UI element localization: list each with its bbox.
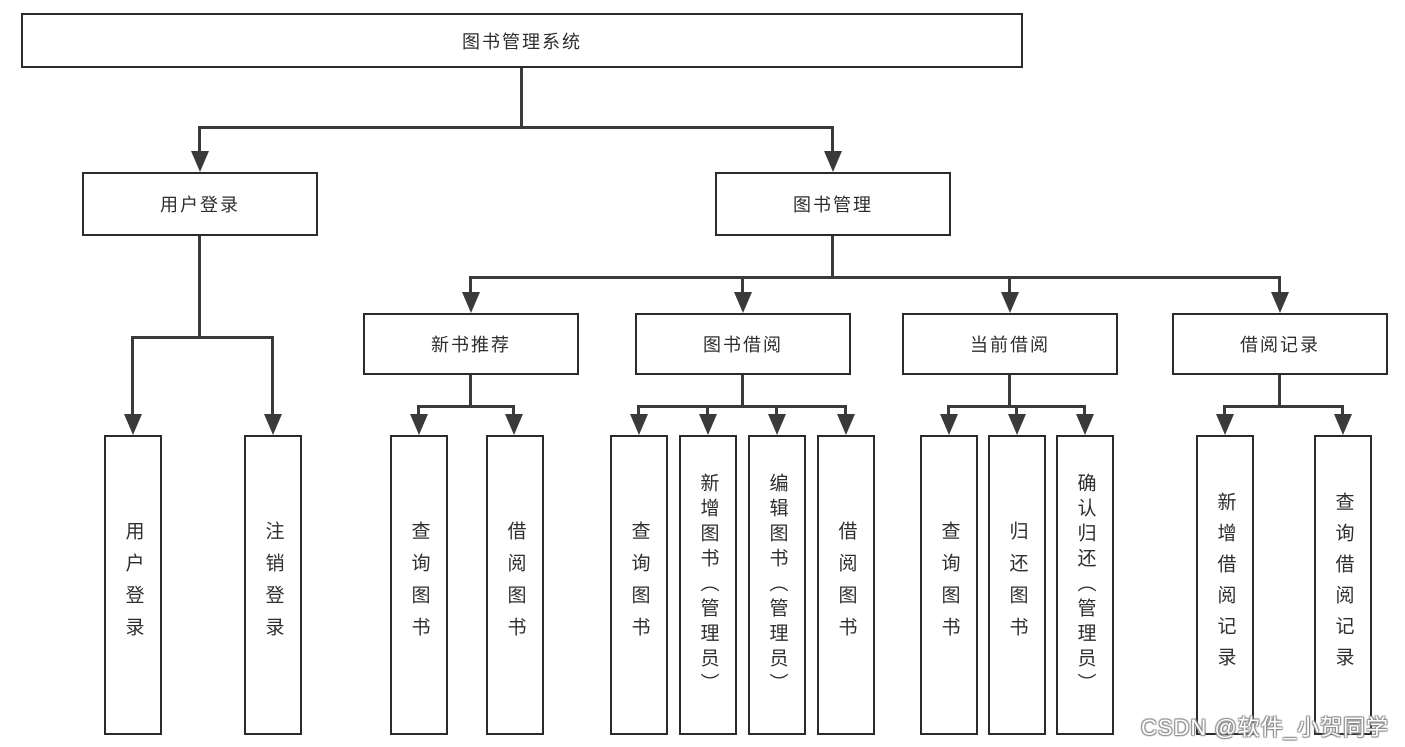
connector-drop bbox=[706, 405, 709, 416]
leaf-query-books-recommend: 查询图书 bbox=[390, 435, 448, 735]
arrow-down-icon bbox=[124, 414, 142, 435]
node-label: 新书推荐 bbox=[431, 335, 511, 355]
arrow-down-icon bbox=[1271, 292, 1289, 313]
node-label: 归还图书 bbox=[1006, 521, 1028, 649]
node-book-management: 图书管理 bbox=[715, 172, 951, 236]
node-label: 注销登录 bbox=[262, 521, 284, 649]
node-label: 编辑图书（管理员） bbox=[766, 472, 788, 698]
leaf-query-books-borrowing: 查询图书 bbox=[610, 435, 668, 735]
connector-bookmgmt-stem bbox=[831, 236, 834, 279]
arrow-down-icon bbox=[191, 151, 209, 172]
node-label: 查询图书 bbox=[938, 521, 960, 649]
connector-drop bbox=[1015, 405, 1018, 416]
leaf-borrow-books: 借阅图书 bbox=[817, 435, 875, 735]
node-borrowing-records: 借阅记录 bbox=[1172, 313, 1388, 375]
node-label: 借阅记录 bbox=[1240, 335, 1320, 355]
connector-userlogin-branch bbox=[131, 336, 274, 339]
node-label: 新增图书（管理员） bbox=[697, 472, 719, 698]
csdn-watermark: CSDN @软件_小贺同学 bbox=[1140, 715, 1389, 740]
arrow-down-icon bbox=[264, 414, 282, 435]
connector-drop bbox=[1083, 405, 1086, 416]
connector-root-branch bbox=[198, 126, 834, 129]
arrow-down-icon bbox=[940, 414, 958, 435]
connector-newbook-stem bbox=[469, 375, 472, 408]
arrow-down-icon bbox=[1008, 414, 1026, 435]
connector-drop bbox=[198, 126, 201, 153]
connector-drop bbox=[741, 276, 744, 294]
arrow-down-icon bbox=[699, 414, 717, 435]
connector-records-branch bbox=[1223, 405, 1344, 408]
arrow-down-icon bbox=[1216, 414, 1234, 435]
connector-borrow-branch bbox=[637, 405, 847, 408]
node-new-book-recommend: 新书推荐 bbox=[363, 313, 579, 375]
connector-drop bbox=[831, 126, 834, 153]
connector-bookmgmt-branch bbox=[469, 276, 1281, 279]
arrow-down-icon bbox=[630, 414, 648, 435]
arrow-down-icon bbox=[1076, 414, 1094, 435]
leaf-query-books-current: 查询图书 bbox=[920, 435, 978, 735]
leaf-user-login: 用户登录 bbox=[104, 435, 162, 735]
arrow-down-icon bbox=[824, 151, 842, 172]
connector-drop bbox=[271, 336, 274, 417]
node-label: 借阅图书 bbox=[504, 521, 526, 649]
node-label: 当前借阅 bbox=[970, 335, 1050, 355]
leaf-edit-books-admin: 编辑图书（管理员） bbox=[748, 435, 806, 735]
node-label: 图书借阅 bbox=[703, 335, 783, 355]
connector-drop bbox=[844, 405, 847, 416]
connector-records-stem bbox=[1278, 375, 1281, 408]
connector-borrow-stem bbox=[741, 375, 744, 408]
node-label: 查询借阅记录 bbox=[1332, 492, 1354, 678]
connector-root-stem bbox=[520, 68, 523, 129]
node-label: 查询图书 bbox=[408, 521, 430, 649]
arrow-down-icon bbox=[734, 292, 752, 313]
leaf-logout: 注销登录 bbox=[244, 435, 302, 735]
connector-drop bbox=[1341, 405, 1344, 416]
leaf-borrow-books-recommend: 借阅图书 bbox=[486, 435, 544, 735]
node-label: 确认归还（管理员） bbox=[1074, 472, 1096, 698]
connector-drop bbox=[947, 405, 950, 416]
connector-drop bbox=[1223, 405, 1226, 416]
connector-drop bbox=[469, 276, 472, 294]
connector-drop bbox=[131, 336, 134, 417]
connector-current-stem bbox=[1008, 375, 1011, 408]
arrow-down-icon bbox=[462, 292, 480, 313]
leaf-return-books: 归还图书 bbox=[988, 435, 1046, 735]
connector-drop bbox=[1008, 276, 1011, 294]
node-user-login: 用户登录 bbox=[82, 172, 318, 236]
arrow-down-icon bbox=[1334, 414, 1352, 435]
node-label: 借阅图书 bbox=[835, 521, 857, 649]
node-label: 用户登录 bbox=[122, 521, 144, 649]
connector-drop bbox=[637, 405, 640, 416]
connector-userlogin-stem bbox=[198, 236, 201, 339]
leaf-confirm-return-admin: 确认归还（管理员） bbox=[1056, 435, 1114, 735]
connector-drop bbox=[1278, 276, 1281, 294]
node-current-borrowing: 当前借阅 bbox=[902, 313, 1118, 375]
leaf-add-books-admin: 新增图书（管理员） bbox=[679, 435, 737, 735]
node-label: 查询图书 bbox=[628, 521, 650, 649]
arrow-down-icon bbox=[837, 414, 855, 435]
node-library-system: 图书管理系统 bbox=[21, 13, 1023, 68]
arrow-down-icon bbox=[505, 414, 523, 435]
connector-newbook-branch bbox=[417, 405, 515, 408]
connector-drop bbox=[417, 405, 420, 416]
arrow-down-icon bbox=[768, 414, 786, 435]
node-book-borrowing: 图书借阅 bbox=[635, 313, 851, 375]
connector-drop bbox=[512, 405, 515, 416]
arrow-down-icon bbox=[410, 414, 428, 435]
node-label: 图书管理 bbox=[793, 195, 873, 215]
node-label: 用户登录 bbox=[160, 195, 240, 215]
node-label: 图书管理系统 bbox=[462, 31, 582, 52]
leaf-query-borrow-record: 查询借阅记录 bbox=[1314, 435, 1372, 735]
arrow-down-icon bbox=[1001, 292, 1019, 313]
leaf-add-borrow-record: 新增借阅记录 bbox=[1196, 435, 1254, 735]
connector-drop bbox=[775, 405, 778, 416]
node-label: 新增借阅记录 bbox=[1214, 492, 1236, 678]
